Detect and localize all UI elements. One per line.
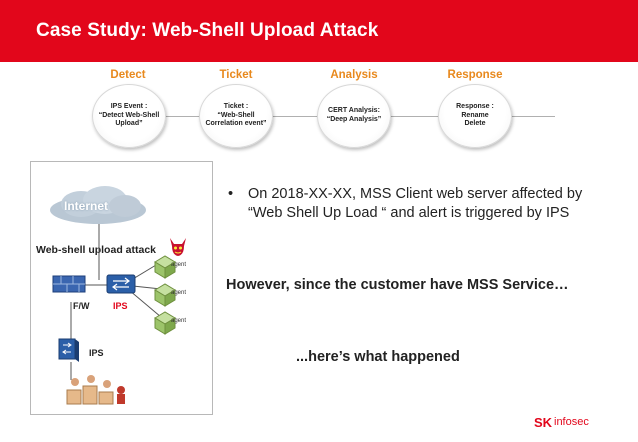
happened-text: ...here’s what happened xyxy=(296,349,460,365)
agent-label: agent xyxy=(171,262,186,268)
stage-label-analysis: Analysis xyxy=(330,69,378,81)
stage-label-response: Response xyxy=(447,69,503,81)
agent-server-icon: agent xyxy=(154,283,186,307)
ips-label-red: IPS xyxy=(113,301,128,311)
ips-label: IPS xyxy=(89,348,104,358)
logo-sk: SK xyxy=(534,415,553,430)
stage-analysis-circle: CERT Analysis: “Deep Analysis” xyxy=(317,84,391,148)
stage-detect-circle: IPS Event : “Detect Web-Shell Upload” xyxy=(92,84,166,148)
bullet-text: On 2018-XX-XX, MSS Client web server aff… xyxy=(248,186,583,221)
ips-device-icon xyxy=(106,274,136,294)
page-title: Case Study: Web-Shell Upload Attack xyxy=(36,20,379,41)
office-icon xyxy=(66,375,125,405)
devil-icon xyxy=(170,238,186,256)
attack-label: Web-shell upload attack xyxy=(36,244,156,256)
firewall-icon xyxy=(52,275,86,293)
stage-label-detect: Detect xyxy=(110,69,146,81)
ips-icon xyxy=(58,338,79,362)
stage-detect-detail: IPS Event : “Detect Web-Shell Upload” xyxy=(98,102,160,128)
stage-ticket-detail: Ticket : “Web-Shell Correlation event” xyxy=(205,102,267,128)
stage-analysis-detail: CERT Analysis: “Deep Analysis” xyxy=(326,107,382,123)
cloud-icon xyxy=(50,186,146,224)
sk-infosec-logo: SK infosec xyxy=(534,413,634,435)
bullet-icon: • xyxy=(228,186,234,202)
stage-response-detail: Response : Rename Delete xyxy=(456,102,494,128)
stage-response-circle: Response : Rename Delete xyxy=(438,84,512,148)
title-bar: Case Study: Web-Shell Upload Attack xyxy=(0,0,638,62)
agent-server-icon: agent xyxy=(154,255,186,279)
network-diagram-panel: Internet Web-shell upload attack xyxy=(30,161,213,415)
internet-label: Internet xyxy=(64,199,109,213)
agent-label: agent xyxy=(171,290,186,296)
fw-label: F/W xyxy=(73,301,90,311)
agent-server-icon: agent xyxy=(154,311,186,335)
however-text: However, since the customer have MSS Ser… xyxy=(226,277,569,293)
logo-infosec: infosec xyxy=(554,416,589,428)
case-bullet: • On 2018-XX-XX, MSS Client web server a… xyxy=(228,185,608,223)
stage-label-ticket: Ticket xyxy=(219,69,253,81)
agent-label: agent xyxy=(171,318,186,324)
stage-ticket-circle: Ticket : “Web-Shell Correlation event” xyxy=(199,84,273,148)
